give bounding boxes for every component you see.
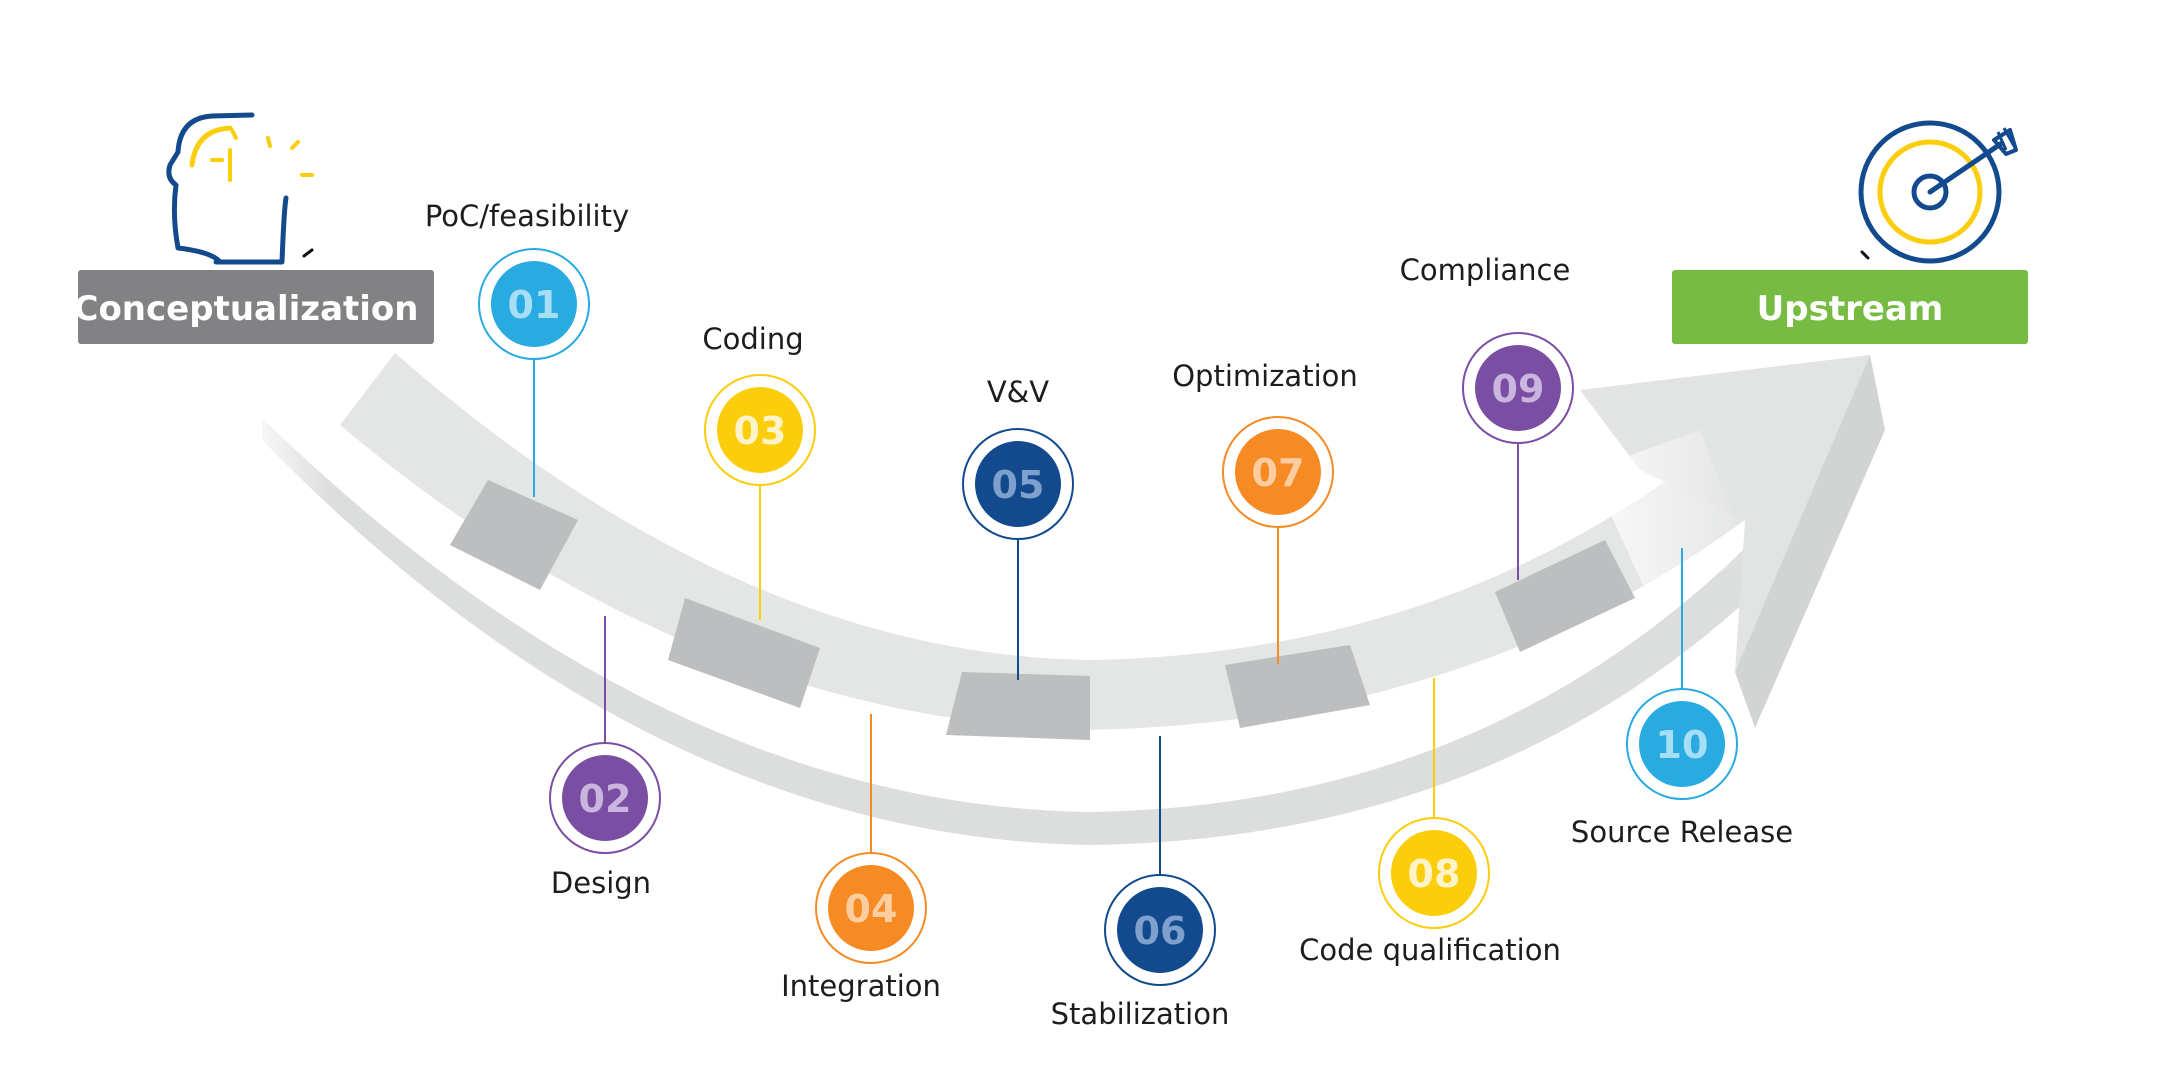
step-09: 09 Compliance: [1400, 253, 1574, 580]
step-number: 04: [845, 887, 898, 931]
arrow-head-fade: [1590, 430, 1750, 600]
step-01: 01 PoC/feasibility: [425, 199, 629, 497]
step-label: Code qualification: [1299, 933, 1561, 967]
step-number: 03: [734, 409, 787, 453]
start-box: [78, 270, 434, 344]
step-label: Optimization: [1172, 359, 1358, 393]
arrow-head-shade: [1735, 355, 1885, 728]
step-disc: [1639, 701, 1725, 787]
rung-2: [668, 598, 820, 708]
step-number: 05: [992, 463, 1045, 507]
step-label: Design: [551, 866, 651, 900]
rung-3: [946, 672, 1090, 740]
step-07: 07 Optimization: [1172, 359, 1358, 664]
arrow-tail-fade: [240, 330, 660, 630]
rung-5: [1495, 540, 1635, 652]
arrow-head: [1580, 355, 1870, 672]
step-number: 07: [1252, 451, 1305, 495]
arrow-gap: [262, 400, 1745, 812]
head-idea-icon: [166, 112, 314, 265]
rung-4: [1225, 645, 1370, 728]
step-number: 02: [579, 777, 632, 821]
step-label: PoC/feasibility: [425, 199, 629, 233]
step-05: 05 V&V: [962, 375, 1074, 680]
end-box-label: Upstream: [1757, 289, 1944, 329]
step-label: Integration: [781, 969, 941, 1003]
step-disc: [975, 441, 1061, 527]
step-label: Stabilization: [1051, 997, 1230, 1031]
step-disc: [562, 755, 648, 841]
step-disc: [491, 261, 577, 347]
end-box: [1672, 270, 2028, 344]
step-03: 03 Coding: [702, 322, 816, 620]
step-disc: [1391, 830, 1477, 916]
step-label: V&V: [987, 375, 1049, 409]
curved-arrow: [240, 330, 1885, 845]
step-number: 08: [1408, 852, 1461, 896]
step-number: 01: [508, 283, 561, 327]
end-stage: Upstream: [1672, 270, 2028, 344]
step-disc: [828, 865, 914, 951]
step-disc: [1117, 887, 1203, 973]
start-box-label: Conceptualization: [74, 289, 419, 329]
start-stage: Conceptualization: [74, 270, 434, 344]
step-number: 06: [1134, 909, 1187, 953]
step-label: Compliance: [1400, 253, 1571, 287]
target-arrow-icon: [1858, 120, 2018, 264]
step-number: 09: [1492, 367, 1545, 411]
step-label: Coding: [702, 322, 803, 356]
step-disc: [1475, 345, 1561, 431]
step-number: 10: [1656, 723, 1709, 767]
step-disc: [1235, 429, 1321, 515]
step-label: Source Release: [1571, 815, 1793, 849]
step-disc: [717, 387, 803, 473]
